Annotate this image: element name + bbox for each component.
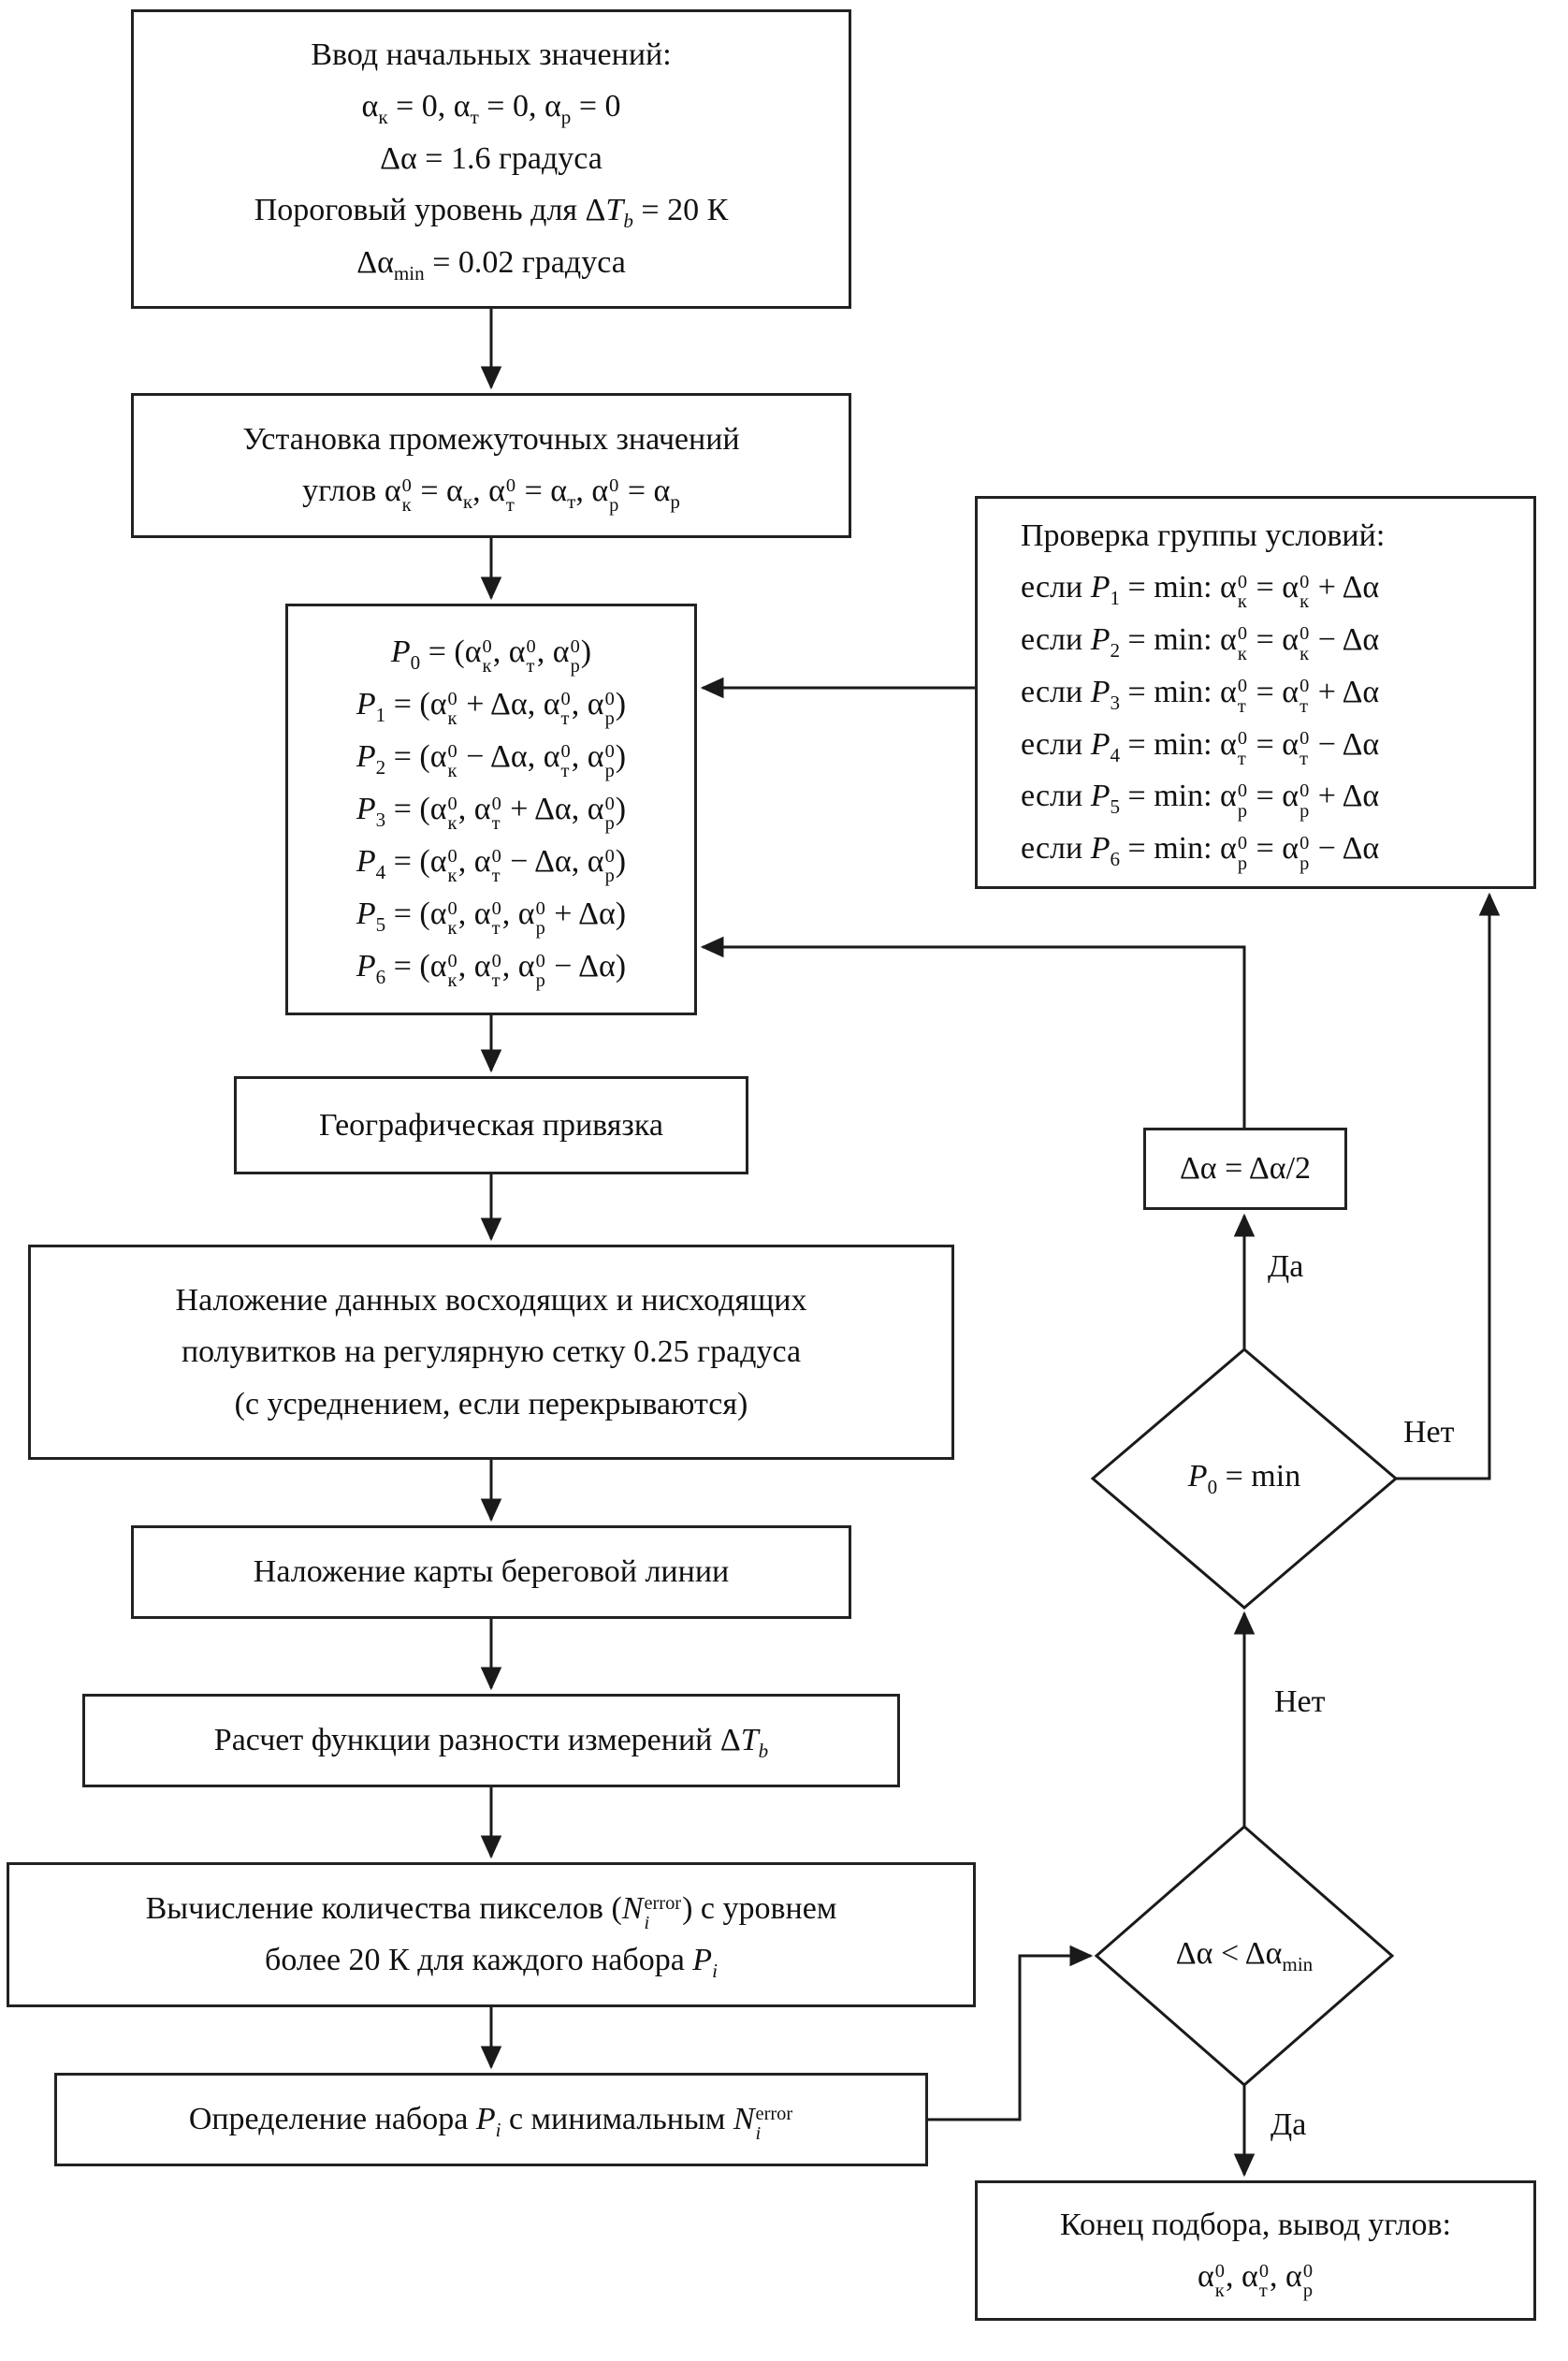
node-init-line: αк = 0, αт = 0, αр = 0 [361, 89, 621, 128]
node-intermediate-angles: Установка промежуточных значений углов α… [131, 393, 851, 538]
node-grid-overlay: Наложение данных восходящих и нисходящих… [28, 1245, 954, 1460]
edge-label-no-p0: Нет [1274, 1684, 1326, 1719]
node-coastline-map-label: Наложение карты береговой линии [253, 1554, 730, 1590]
diamond-da-text: Δα < Δαmin [1175, 1935, 1314, 1975]
node-coastline-map: Наложение карты береговой линии [131, 1525, 851, 1619]
edge-label-no-conditions: Нет [1403, 1415, 1455, 1450]
node-init: Ввод начальных значений: αк = 0, αт = 0,… [131, 9, 851, 309]
diamond-p0-label: P0 = min [1093, 1349, 1396, 1608]
node-init-line: Δα = 1.6 градуса [380, 141, 603, 177]
node-diff-function: Расчет функции разности измерений ΔTb [82, 1694, 900, 1787]
node-conditions-check: Проверка группы условий: если P1 = min: … [975, 496, 1536, 889]
node-georeferencing-label: Географическая привязка [319, 1107, 663, 1143]
node-halve-step: Δα = Δα/2 [1143, 1128, 1347, 1210]
edge-label-yes-end: Да [1270, 2107, 1307, 2142]
node-grid-overlay-line: (с усреднением, если перекрываются) [234, 1386, 748, 1421]
diamond-da-shape [1094, 1825, 1395, 2087]
diamond-p0-text: P0 = min [1187, 1458, 1301, 1498]
edge-select-to-diamond-da [928, 1945, 1094, 2121]
node-init-line: Δαmin = 0.02 градуса [356, 245, 626, 284]
edge-label-yes-halve: Да [1268, 1249, 1304, 1284]
node-init-line: Ввод начальных значений: [311, 37, 672, 73]
node-grid-overlay-line: Наложение данных восходящих и нисходящих [175, 1283, 807, 1319]
node-init-line: Пороговый уровень для ΔTb = 20 К [254, 193, 729, 232]
node-conditions-title: Проверка группы условий: [1021, 517, 1386, 553]
node-grid-overlay-line: полувитков на регулярную сетку 0.25 град… [181, 1334, 802, 1370]
node-end-line: Конец подбора, вывод углов: [1059, 2207, 1452, 2242]
edge-diamond-p0-to-conditions [1396, 892, 1501, 1480]
node-diff-function-label: Расчет функции разности измерений ΔTb [213, 1723, 769, 1762]
diamond-p0-shape [1090, 1348, 1399, 1610]
edge-halve-to-pbox [700, 936, 1246, 1128]
node-pixel-count-line: более 20 К для каждого набора Pi [265, 1943, 718, 1982]
diamond-da-label: Δα < Δαmin [1096, 1827, 1392, 2085]
node-halve-step-label: Δα = Δα/2 [1179, 1151, 1312, 1187]
node-georeferencing: Географическая привязка [234, 1076, 748, 1174]
node-intermediate-line: Установка промежуточных значений [242, 421, 740, 457]
